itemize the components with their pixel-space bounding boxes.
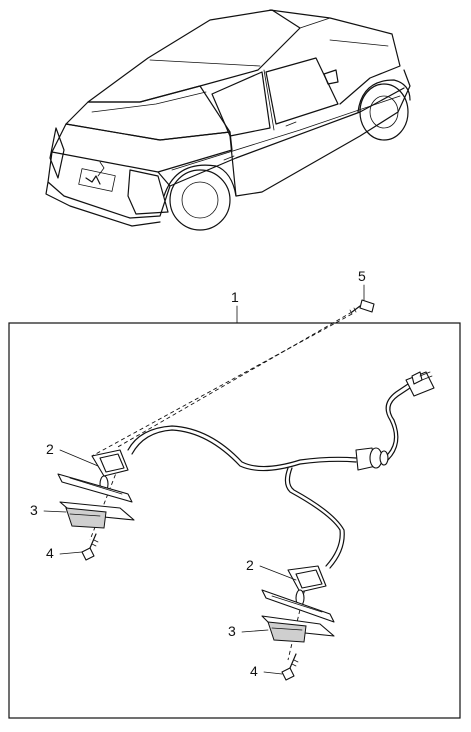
- callout-3a-label: 3: [30, 502, 38, 518]
- lower-lamp-callouts: 2 3 4: [228, 557, 299, 681]
- upper-lamp-callouts: 2 3 4: [30, 441, 99, 561]
- wiring-harness: [127, 371, 435, 569]
- screw-5: 5: [349, 268, 375, 315]
- lower-lamp-assembly: [261, 565, 335, 643]
- assembly-callout: 1: [231, 289, 239, 324]
- car-illustration: [45, 9, 411, 231]
- assembly-frame: [8, 322, 461, 719]
- callout-1-label: 1: [231, 289, 239, 305]
- callout-3b-label: 3: [228, 623, 236, 639]
- callout-4b-label: 4: [250, 663, 258, 679]
- callout-2a-label: 2: [46, 441, 54, 457]
- callout-5-label: 5: [358, 268, 366, 284]
- callout-4a-label: 4: [46, 545, 54, 561]
- upper-lamp-assembly: [57, 449, 135, 529]
- callout-2b-label: 2: [246, 557, 254, 573]
